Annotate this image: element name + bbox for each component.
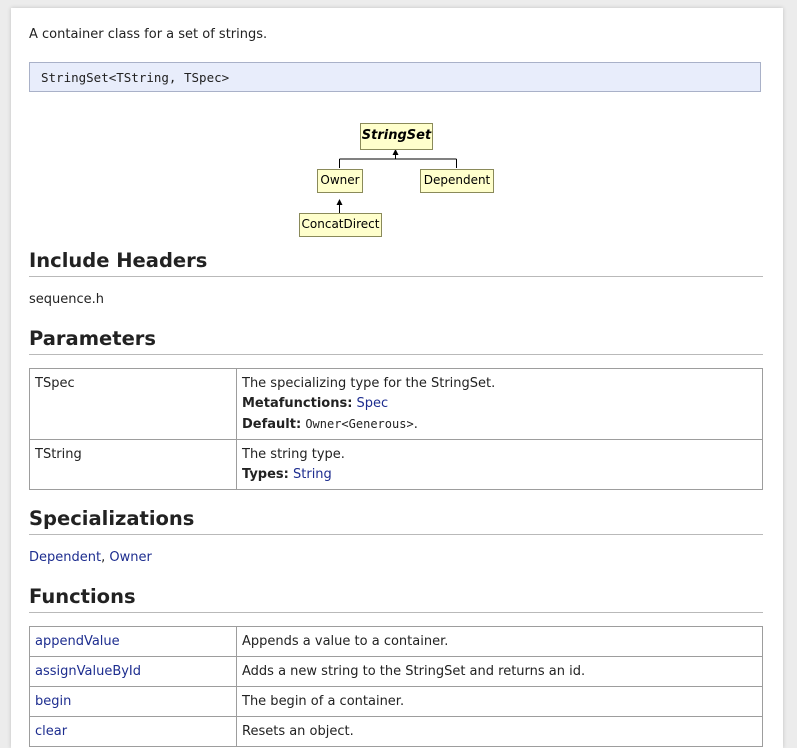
param-metafunctions: Metafunctions: Spec bbox=[242, 394, 757, 414]
param-default: Default: Owner<Generous>. bbox=[242, 414, 757, 435]
table-row: begin The begin of a container. bbox=[29, 686, 763, 717]
inheritance-connectors bbox=[336, 149, 457, 213]
arrow-up-icon bbox=[392, 149, 399, 155]
function-link[interactable]: assignValueById bbox=[35, 664, 142, 679]
metafunctions-label: Metafunctions: bbox=[242, 396, 353, 411]
types-label: Types: bbox=[242, 467, 289, 482]
table-row: assignValueById Adds a new string to the… bbox=[29, 656, 763, 687]
class-description: A container class for a set of strings. bbox=[29, 27, 268, 42]
function-link[interactable]: clear bbox=[35, 724, 68, 739]
string-link[interactable]: String bbox=[293, 467, 332, 482]
param-desc-cell: The specializing type for the StringSet.… bbox=[236, 368, 763, 440]
default-label: Default: bbox=[242, 417, 302, 432]
specialization-link-dependent[interactable]: Dependent bbox=[29, 550, 102, 565]
spec-link[interactable]: Spec bbox=[356, 396, 389, 411]
param-name: TString bbox=[29, 439, 237, 490]
parameters-table: TSpec The specializing type for the Stri… bbox=[29, 368, 763, 490]
param-name: TSpec bbox=[29, 368, 237, 440]
inheritance-diagram: StringSet Owner Dependent ConcatDirect bbox=[29, 116, 763, 246]
function-name-cell: appendValue bbox=[29, 626, 237, 657]
table-row: clear Resets an object. bbox=[29, 716, 763, 747]
diagram-node-concatdirect[interactable]: ConcatDirect bbox=[299, 213, 382, 237]
function-link[interactable]: appendValue bbox=[35, 634, 120, 649]
specializations-list: Dependent, Owner bbox=[29, 550, 152, 565]
param-desc-cell: The string type. Types: String bbox=[236, 439, 763, 490]
include-headers-heading: Include Headers bbox=[29, 248, 763, 277]
param-types: Types: String bbox=[242, 465, 757, 485]
specialization-link-owner[interactable]: Owner bbox=[109, 550, 152, 565]
default-value: Owner<Generous> bbox=[305, 417, 414, 431]
diagram-node-stringset: StringSet bbox=[360, 123, 433, 150]
include-header-file: sequence.h bbox=[29, 292, 105, 307]
documentation-page: A container class for a set of strings. … bbox=[11, 8, 783, 748]
table-row: TString The string type. Types: String bbox=[29, 439, 763, 490]
class-signature: StringSet<TString, TSpec> bbox=[29, 62, 761, 92]
table-row: appendValue Appends a value to a contain… bbox=[29, 626, 763, 657]
param-desc: The string type. bbox=[242, 447, 345, 462]
functions-table: appendValue Appends a value to a contain… bbox=[29, 626, 763, 747]
param-desc: The specializing type for the StringSet. bbox=[242, 376, 496, 391]
specializations-heading: Specializations bbox=[29, 506, 763, 535]
function-desc: The begin of a container. bbox=[236, 686, 763, 717]
diagram-node-dependent[interactable]: Dependent bbox=[420, 169, 494, 193]
parameters-heading: Parameters bbox=[29, 326, 763, 355]
function-name-cell: begin bbox=[29, 686, 237, 717]
table-row: TSpec The specializing type for the Stri… bbox=[29, 368, 763, 440]
list-separator: , bbox=[101, 550, 110, 565]
function-name-cell: clear bbox=[29, 716, 237, 747]
function-name-cell: assignValueById bbox=[29, 656, 237, 687]
diagram-node-owner[interactable]: Owner bbox=[317, 169, 363, 193]
function-desc: Resets an object. bbox=[236, 716, 763, 747]
function-link[interactable]: begin bbox=[35, 694, 72, 709]
arrow-up-icon bbox=[336, 199, 343, 205]
function-desc: Appends a value to a container. bbox=[236, 626, 763, 657]
functions-heading: Functions bbox=[29, 584, 763, 613]
default-suffix: . bbox=[413, 417, 418, 432]
function-desc: Adds a new string to the StringSet and r… bbox=[236, 656, 763, 687]
